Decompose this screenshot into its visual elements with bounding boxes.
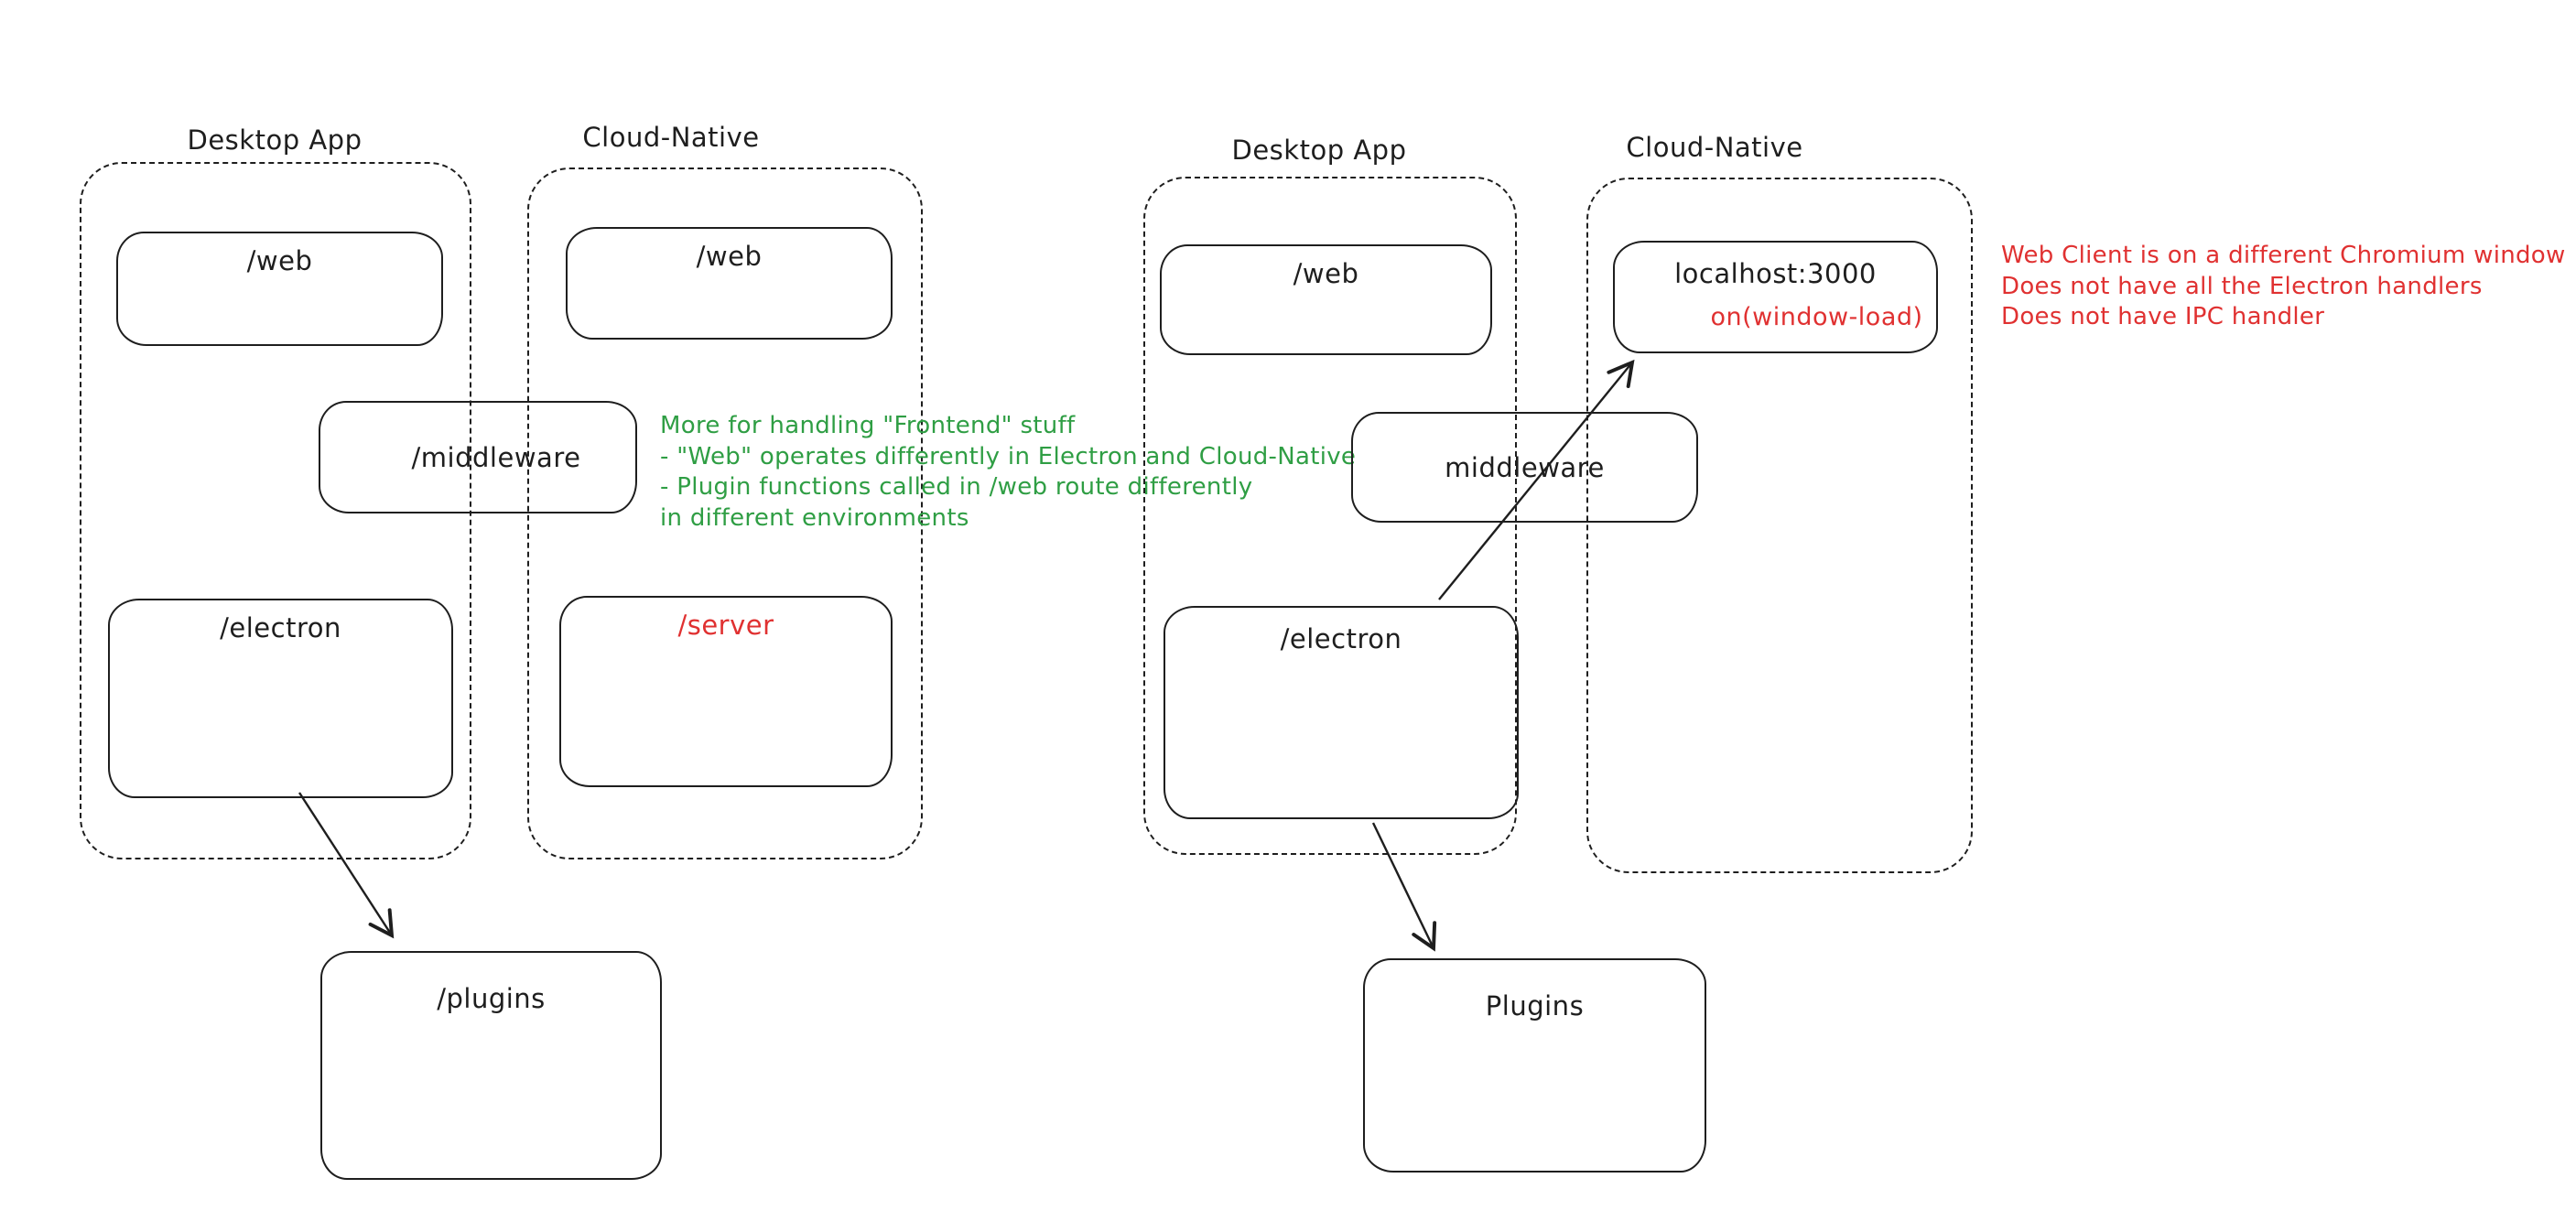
right-electron-label: /electron [1280, 623, 1402, 654]
right-localhost-label: localhost:3000 [1674, 258, 1877, 289]
right-plugins-box: Plugins [1363, 958, 1706, 1173]
left-web-cloud-label: /web [696, 241, 763, 272]
left-desktop-app-title: Desktop App [187, 124, 363, 156]
right-plugins-label: Plugins [1485, 990, 1585, 1021]
red-note: Web Client is on a different Chromium wi… [2001, 241, 2566, 333]
red-note-line-3: Does not have IPC handler [2001, 303, 2325, 330]
right-middleware-label: middleware [1445, 451, 1605, 483]
green-note-line-2: - "Web" operates differently in Electron… [660, 442, 1357, 470]
right-web-box: /web [1160, 244, 1492, 355]
red-note-line-2: Does not have all the Electron handlers [2001, 272, 2483, 300]
left-electron-label: /electron [220, 612, 341, 643]
right-localhost-box: localhost:3000 on(window-load) [1613, 241, 1938, 353]
left-cloud-native-title: Cloud-Native [582, 122, 760, 153]
left-plugins-box: /plugins [320, 951, 662, 1180]
green-note-line-4: in different environments [660, 503, 969, 532]
right-cloud-native-title: Cloud-Native [1626, 132, 1803, 163]
green-note: More for handling "Frontend" stuff - "We… [660, 411, 1356, 534]
green-note-line-3: - Plugin functions called in /web route … [660, 473, 1253, 501]
left-server-box: /server [559, 596, 893, 787]
red-note-line-1: Web Client is on a different Chromium wi… [2001, 242, 2566, 269]
left-desktop-app-container [80, 162, 471, 859]
left-web-desktop-label: /web [246, 245, 313, 276]
right-web-label: /web [1293, 258, 1359, 289]
left-cloud-native-container [527, 168, 923, 859]
left-electron-box: /electron [108, 599, 453, 798]
right-electron-box: /electron [1164, 606, 1519, 819]
right-localhost-sub-label: on(window-load) [1710, 303, 1923, 331]
right-desktop-app-title: Desktop App [1231, 135, 1407, 166]
left-web-desktop-box: /web [116, 232, 443, 346]
left-middleware-box: /middleware [319, 401, 637, 513]
left-server-label: /server [677, 610, 774, 641]
left-plugins-label: /plugins [437, 983, 546, 1014]
left-middleware-label: /middleware [411, 441, 581, 473]
green-note-line-1: More for handling "Frontend" stuff [660, 412, 1076, 439]
right-middleware-box: middleware [1351, 412, 1698, 523]
left-web-cloud-box: /web [566, 227, 893, 340]
